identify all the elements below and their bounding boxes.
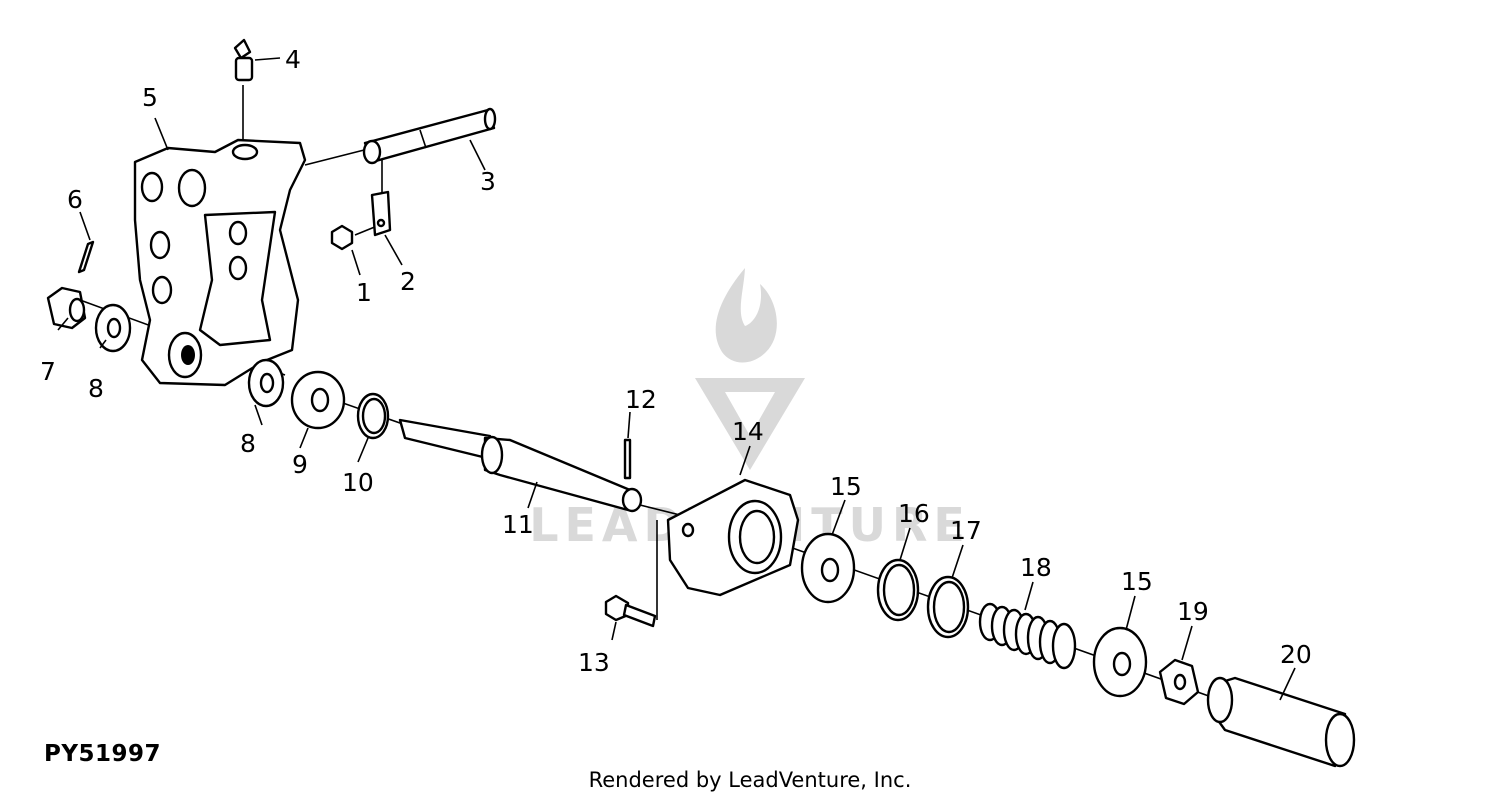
- callout-8a: 8: [88, 374, 104, 403]
- callout-14: 14: [732, 417, 764, 446]
- thrust-washer-b: [1092, 626, 1148, 698]
- callout-20: 20: [1280, 640, 1312, 669]
- lock-plate: [370, 190, 392, 237]
- callout-18: 18: [1020, 553, 1052, 582]
- retaining-ring: [926, 575, 970, 639]
- figure-code: PY51997: [44, 741, 162, 767]
- callout-5: 5: [142, 83, 158, 112]
- pivot-arm: [133, 138, 307, 387]
- slotted-nut: [1158, 658, 1200, 706]
- callout-10: 10: [342, 468, 374, 497]
- callout-16: 16: [898, 499, 930, 528]
- grease-fitting: [233, 38, 254, 82]
- spring-pin: [623, 438, 632, 480]
- cotter-pin: [77, 240, 95, 274]
- cap-screw: [330, 224, 354, 251]
- callout-labels: 1 2 3 4 5 6 7 8 8 9 10 11 12 13 14 15 15…: [40, 45, 1312, 677]
- callout-12: 12: [625, 385, 657, 414]
- shaft: [362, 107, 497, 165]
- callout-8b: 8: [240, 429, 256, 458]
- flange-housing: [666, 478, 800, 597]
- thrust-washer-a: [800, 532, 856, 604]
- callout-11: 11: [502, 510, 534, 539]
- callout-7: 7: [40, 357, 56, 386]
- callout-15b: 15: [1121, 567, 1153, 596]
- callout-9: 9: [292, 450, 308, 479]
- castle-nut: [46, 286, 87, 330]
- callout-17: 17: [950, 516, 982, 545]
- leader-lines: [57, 57, 1296, 701]
- callout-3: 3: [480, 167, 496, 196]
- bushing: [290, 370, 346, 430]
- snap-ring: [876, 558, 920, 622]
- washer-right: [247, 358, 285, 408]
- callout-2: 2: [400, 267, 416, 296]
- long-shaft: [398, 418, 643, 513]
- callout-1: 1: [356, 278, 372, 307]
- callout-19: 19: [1177, 597, 1209, 626]
- washer-left: [94, 303, 132, 353]
- render-credit: Rendered by LeadVenture, Inc.: [588, 768, 912, 792]
- callout-4: 4: [285, 45, 301, 74]
- compression-spring: [978, 602, 1077, 670]
- end-cap: [1206, 676, 1356, 768]
- callout-15a: 15: [830, 472, 862, 501]
- o-ring: [356, 392, 390, 440]
- callout-13: 13: [578, 648, 610, 677]
- callout-6: 6: [67, 185, 83, 214]
- flange-bolt: [604, 594, 657, 628]
